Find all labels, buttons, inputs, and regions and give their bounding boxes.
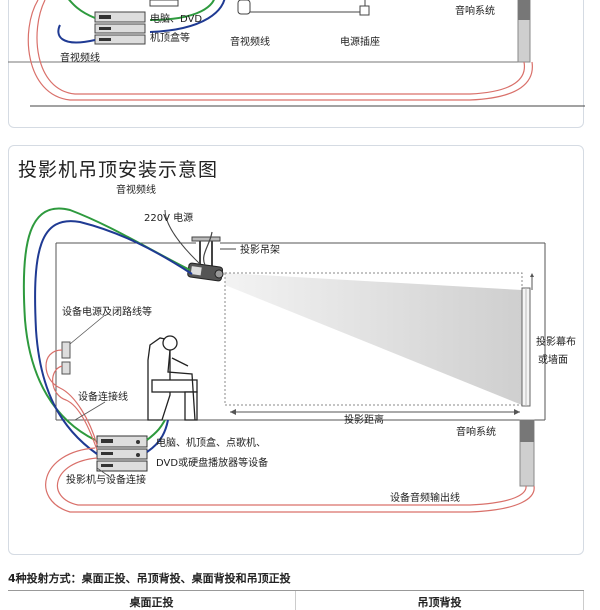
label-ceiling-mount: 投影吊架 [240,243,280,256]
label-projector-connection: 投影机与设备连接 [66,473,146,486]
red-audio-cable-inner [57,457,527,506]
top-label-av-cable-left: 音视频线 [60,51,100,64]
label-screen-2: 或墙面 [538,353,568,366]
top-red-cable-inner [36,0,526,95]
power-cable [203,231,213,266]
green-av-cable [22,207,191,441]
table-header-ceiling-rear: 吊顶背投 [296,591,584,610]
blue-av-cable [34,220,193,455]
projection-beam [225,273,522,405]
top-label-av-cable-right: 音视频线 [230,35,270,48]
label-audio-output: 设备音频输出线 [390,491,460,504]
top-label-audio-system: 音响系统 [455,4,495,17]
viewer-seat-icon [147,335,198,421]
speaker-column [519,419,535,487]
label-220v-power: 220V 电源 [144,211,193,224]
table-header-desktop-front: 桌面正投 [8,591,296,610]
main-diagram-title: 投影机吊顶安装示意图 [18,159,219,181]
top-label-devices-2: 机顶盒等 [150,31,190,44]
projection-methods-text: 4种投射方式：桌面正投、吊顶背投、桌面背投和吊顶正投 [8,572,291,585]
label-connection-cable: 设备连接线 [78,390,128,403]
projection-frame [224,272,523,406]
methods-table-header: 桌面正投 吊顶背投 [8,590,584,610]
device-stack-icon [96,435,148,472]
distance-arrow [230,409,520,415]
red-audio-cable-outer [45,447,535,513]
top-blue-cable [149,0,226,33]
top-label-devices: 电脑、DVD [150,12,202,25]
label-projection-distance: 投影距离 [344,413,384,426]
top-red-cable-outer [27,0,533,101]
label-power-loop: 设备电源及闭路线等 [62,305,152,318]
projection-screen [521,287,531,407]
label-devices-line1: 电脑、机顶盒、点歌机、 [156,436,266,449]
wall-outlet-upper [61,341,71,359]
top-green-cable [149,0,215,21]
label-av-cable: 音视频线 [116,183,156,196]
top-label-power-socket: 电源插座 [340,35,380,48]
wall-outlet-lower [61,361,71,375]
power-socket-icon [359,5,370,16]
top-diagram: 电脑、DVD 机顶盒等 音视频线 音视频线 电源插座 音响系统 [8,0,533,101]
room-outline [55,242,546,421]
label-audio-system: 音响系统 [456,425,496,438]
ceiling-mount-icon [191,236,236,268]
label-screen: 投影幕布 [536,335,576,348]
projector-icon [187,262,224,282]
top-speaker-head [518,0,530,20]
label-devices-line2: DVD或硬盘播放器等设备 [156,456,268,469]
